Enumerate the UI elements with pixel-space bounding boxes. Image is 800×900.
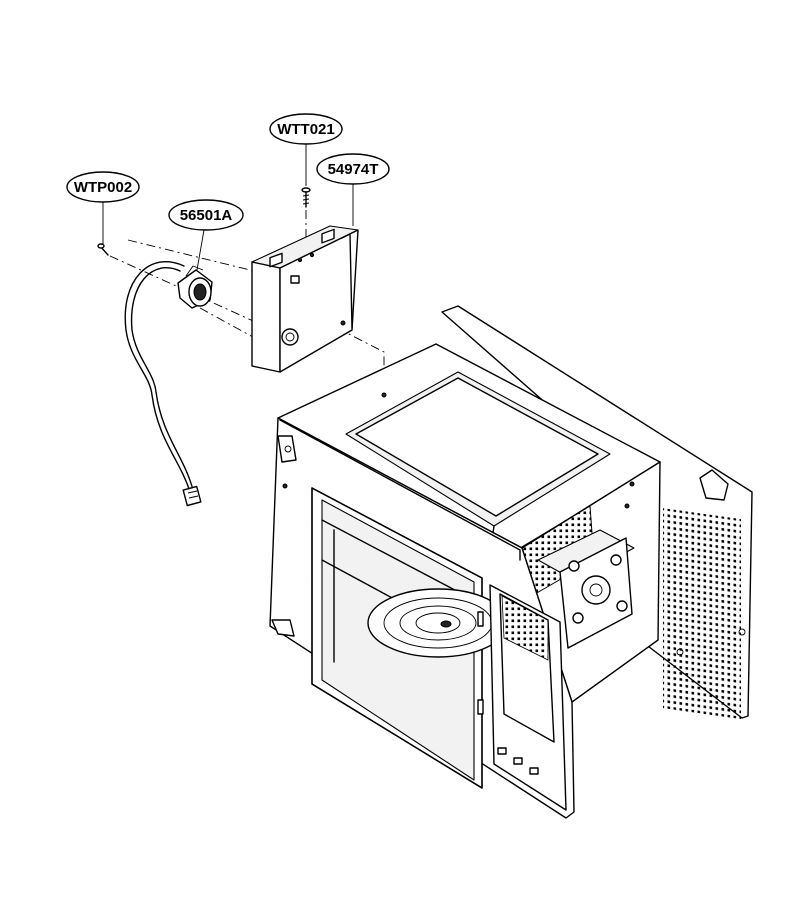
turntable-icon (367, 588, 509, 658)
callout-56501a-label: 56501A (180, 207, 233, 224)
callout-56501a: 56501A (168, 199, 244, 271)
magnetron-icon (537, 529, 635, 649)
rear-vent-perforation (663, 508, 741, 720)
callout-wtt021-label: WTT021 (277, 121, 335, 138)
thermal-fuse-harness (124, 261, 213, 507)
callout-wtp002: WTP002 (66, 171, 140, 244)
callout-wtp002-label: WTP002 (74, 179, 132, 196)
callout-wtt021: WTT021 (269, 113, 343, 186)
screw-wtt021-icon (301, 187, 311, 208)
fuse-bracket (251, 225, 359, 373)
screw-wtp002-icon (97, 243, 109, 256)
connector-icon (182, 485, 202, 507)
callout-54974t-label: 54974T (328, 161, 379, 178)
thermal-fuse-icon (177, 265, 213, 309)
callout-54974t: 54974T (316, 153, 390, 226)
microwave-cavity (269, 305, 753, 819)
